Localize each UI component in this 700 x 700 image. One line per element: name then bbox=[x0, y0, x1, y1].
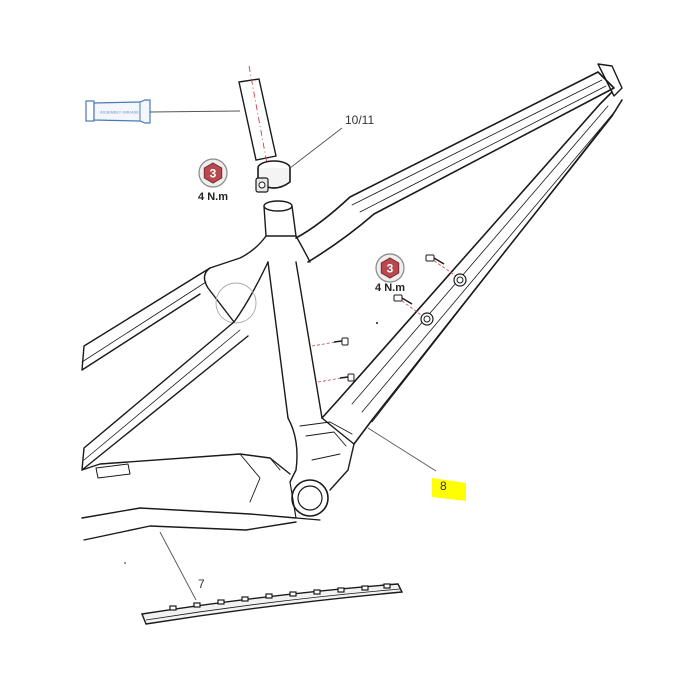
seatstay-lower bbox=[81, 321, 249, 471]
grease-leader-line bbox=[149, 110, 241, 113]
callout-down-tube-part: 8 bbox=[440, 479, 447, 493]
bolt-icon bbox=[425, 254, 445, 265]
seat-tube-right bbox=[295, 261, 323, 419]
bottle-cage-bolts bbox=[393, 254, 467, 326]
chainstay-bottom bbox=[81, 507, 297, 519]
seat-tube-left bbox=[267, 261, 289, 419]
top-tube bbox=[295, 71, 615, 263]
head-tube bbox=[597, 63, 623, 97]
bolt-icon bbox=[393, 294, 413, 305]
bottom-bracket bbox=[291, 479, 329, 517]
torque-value-seat-clamp: 4 N.m bbox=[198, 191, 228, 203]
bolt-icon bbox=[339, 373, 355, 382]
bike-frame bbox=[81, 63, 623, 541]
down-tube-part-leader bbox=[367, 427, 437, 472]
seat-tube-bolts bbox=[311, 337, 355, 383]
dropout-slot bbox=[95, 463, 131, 479]
seatstay-upper bbox=[81, 267, 211, 371]
torque-badge-bottle-number: 3 bbox=[387, 262, 394, 276]
callout-chainstay-protector: 7 bbox=[198, 577, 205, 591]
callout-seat-clamp: 10/11 bbox=[345, 113, 374, 127]
grease-tube: ASSEMBLY GREASE bbox=[85, 99, 151, 124]
torque-value-bottle: 4 N.m bbox=[375, 282, 405, 294]
grease-tube-label: ASSEMBLY GREASE bbox=[100, 110, 139, 115]
bolt-icon bbox=[333, 337, 349, 346]
seat-clamp-leader bbox=[289, 127, 343, 169]
down-tube-upper-edge bbox=[321, 91, 613, 419]
stray-dot bbox=[124, 562, 126, 564]
torque-badge-seat-clamp-number: 3 bbox=[210, 167, 217, 181]
chainstay-protector bbox=[141, 583, 404, 625]
chainstay-top bbox=[81, 453, 291, 475]
torque-badge-bottle: 3 bbox=[375, 253, 405, 283]
bottle-boss-upper bbox=[453, 273, 467, 287]
stray-dot bbox=[376, 322, 378, 324]
bottle-boss-lower bbox=[420, 312, 434, 326]
seatstay-bridge-circle bbox=[215, 282, 257, 324]
chainstay-protector-leader bbox=[159, 531, 197, 601]
torque-badge-seat-clamp: 3 bbox=[198, 158, 228, 188]
top-tube-highlight bbox=[351, 79, 603, 206]
seat-clamp bbox=[255, 160, 291, 193]
highlight-marker bbox=[432, 478, 466, 501]
